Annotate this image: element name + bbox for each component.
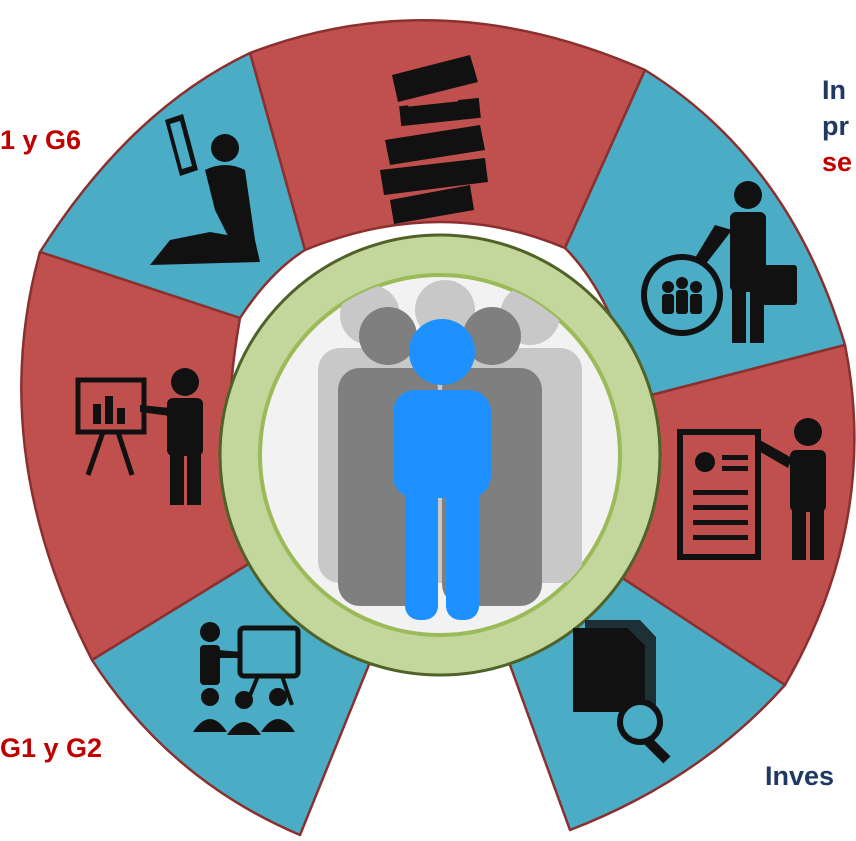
book-stack-icon bbox=[380, 55, 488, 224]
label-bottom-left: G1 y G2 bbox=[0, 733, 103, 763]
label-top-left: 1 y G6 bbox=[0, 125, 82, 155]
group-people-icon bbox=[318, 280, 582, 620]
label-bottom-right: Inves bbox=[765, 761, 835, 791]
certificate-presenter-icon bbox=[677, 418, 826, 560]
label-top-right-line3: se bbox=[822, 147, 853, 177]
label-top-right: In pr se bbox=[822, 72, 852, 180]
chart-presenter-icon bbox=[75, 368, 203, 505]
training-audience-icon bbox=[193, 622, 301, 735]
document-search-icon bbox=[573, 620, 671, 764]
manager-segment[interactable] bbox=[563, 68, 847, 400]
reading-person-icon bbox=[150, 114, 260, 265]
manager-team-icon bbox=[641, 181, 797, 343]
highlight-person-icon bbox=[393, 319, 491, 620]
label-top-right-line1: In bbox=[822, 75, 846, 105]
label-top-right-line2: pr bbox=[822, 111, 849, 141]
